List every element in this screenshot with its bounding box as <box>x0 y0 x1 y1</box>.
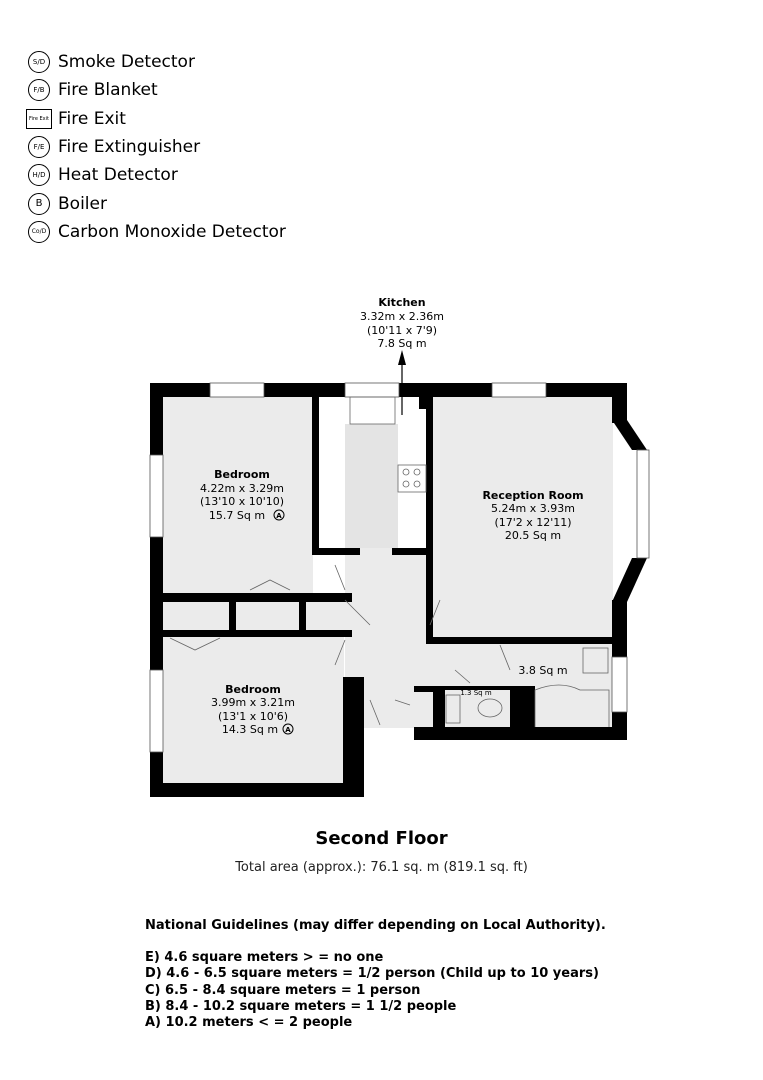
kitchen-floor <box>318 397 345 548</box>
legend-label: Heat Detector <box>58 165 178 186</box>
svg-text:(13'1 x 10'6): (13'1 x 10'6) <box>218 710 288 723</box>
guideline-item: E) 4.6 square meters > = no one <box>145 950 384 966</box>
toilet-icon <box>477 698 503 718</box>
svg-text:A: A <box>285 726 291 734</box>
kitchen-floor-right <box>398 397 426 548</box>
guideline-item: B) 8.4 - 10.2 square meters = 1 1/2 peop… <box>145 998 457 1014</box>
wc-basin-icon <box>445 694 461 724</box>
windows <box>149 382 650 753</box>
rating-badge <box>273 509 285 521</box>
boiler-icon: B <box>28 192 50 215</box>
svg-text:14.3 Sq m: 14.3 Sq m <box>222 723 278 736</box>
svg-text:20.5 Sq m: 20.5 Sq m <box>505 529 561 542</box>
svg-text:A: A <box>276 512 282 520</box>
floor-title: Second Floor <box>315 828 448 849</box>
svg-text:(10'11 x 7'9): (10'11 x 7'9) <box>367 324 437 337</box>
sink-icon <box>349 396 396 425</box>
legend-label: Fire Exit <box>58 108 126 129</box>
legend-item-fire-blanket: F/B Fire Blanket <box>28 76 286 104</box>
kitchen-counter <box>345 424 398 548</box>
legend-item-heat-detector: H/D Heat Detector <box>28 161 286 189</box>
closet-2 <box>306 602 352 630</box>
kitchen-label: Kitchen 3.32m x 2.36m (10'11 x 7'9) 7.8 … <box>360 296 444 350</box>
arrow-up-icon <box>398 350 406 365</box>
legend-item-co-detector: Co/D Carbon Monoxide Detector <box>28 218 286 246</box>
co-detector-icon: Co/D <box>28 220 50 243</box>
guideline-item: A) 10.2 meters < = 2 people <box>145 1015 353 1031</box>
hob-icon <box>397 464 427 493</box>
svg-text:(17'2 x 12'11): (17'2 x 12'11) <box>494 516 571 529</box>
svg-text:Bedroom: Bedroom <box>225 683 281 696</box>
basin-icon <box>582 647 609 674</box>
closet-1 <box>236 602 299 630</box>
legend: S/D Smoke Detector F/B Fire Blanket Fire E… <box>26 48 286 246</box>
svg-text:Kitchen: Kitchen <box>378 296 425 309</box>
svg-text:(13'10 x 10'10): (13'10 x 10'10) <box>200 495 284 508</box>
heat-detector-icon: H/D <box>28 164 50 187</box>
bath-icon <box>534 684 610 727</box>
closet-3 <box>163 602 231 630</box>
rating-badge <box>282 723 294 735</box>
legend-label: Fire Blanket <box>58 80 158 101</box>
smoke-detector-icon: S/D <box>28 51 50 74</box>
svg-text:3.32m x 2.36m: 3.32m x 2.36m <box>360 310 444 323</box>
legend-item-fire-exit: Fire Exit Fire Exit <box>26 105 286 133</box>
legend-item-boiler: B Boiler <box>28 189 286 217</box>
legend-label: Carbon Monoxide Detector <box>58 221 286 242</box>
wc-area: 1.3 Sq m <box>460 689 491 697</box>
svg-text:5.24m x 3.93m: 5.24m x 3.93m <box>491 502 575 515</box>
guidelines: National Guidelines (may differ dependin… <box>145 918 606 1031</box>
bedroom1-floor <box>163 397 313 594</box>
guidelines-heading: National Guidelines (may differ dependin… <box>145 918 606 933</box>
svg-text:3.99m x 3.21m: 3.99m x 3.21m <box>211 696 295 709</box>
legend-label: Smoke Detector <box>58 52 195 73</box>
legend-label: Boiler <box>58 193 107 214</box>
reception-label: Reception Room 5.24m x 3.93m (17'2 x 12'… <box>482 489 583 542</box>
legend-item-fire-extinguisher: F/E Fire Extinguisher <box>28 133 286 161</box>
svg-text:15.7 Sq m: 15.7 Sq m <box>209 509 265 522</box>
total-area: Total area (approx.): 76.1 sq. m (819.1 … <box>235 860 528 875</box>
reception-floor <box>433 397 613 637</box>
legend-item-smoke-detector: S/D Smoke Detector <box>28 48 286 76</box>
svg-text:7.8 Sq m: 7.8 Sq m <box>377 337 426 350</box>
bathroom-area: 3.8 Sq m <box>518 664 567 677</box>
guideline-item: C) 6.5 - 8.4 square meters = 1 person <box>145 982 421 998</box>
fixtures <box>169 396 610 727</box>
fire-exit-icon: Fire Exit <box>26 108 52 129</box>
svg-text:Reception Room: Reception Room <box>482 489 583 502</box>
svg-text:4.22m x 3.29m: 4.22m x 3.29m <box>200 482 284 495</box>
bedroom2-label: Bedroom 3.99m x 3.21m (13'1 x 10'6) 14.3… <box>211 683 295 736</box>
bedroom2-floor <box>163 637 344 784</box>
legend-label: Fire Extinguisher <box>58 137 201 158</box>
fire-blanket-icon: F/B <box>28 79 50 102</box>
svg-text:Bedroom: Bedroom <box>214 468 270 481</box>
room-floors <box>163 397 613 784</box>
bedroom1-label: Bedroom 4.22m x 3.29m (13'10 x 10'10) 15… <box>200 468 285 522</box>
fire-extinguisher-icon: F/E <box>28 136 50 159</box>
guideline-item: D) 4.6 - 6.5 square meters = 1/2 person … <box>145 966 599 982</box>
